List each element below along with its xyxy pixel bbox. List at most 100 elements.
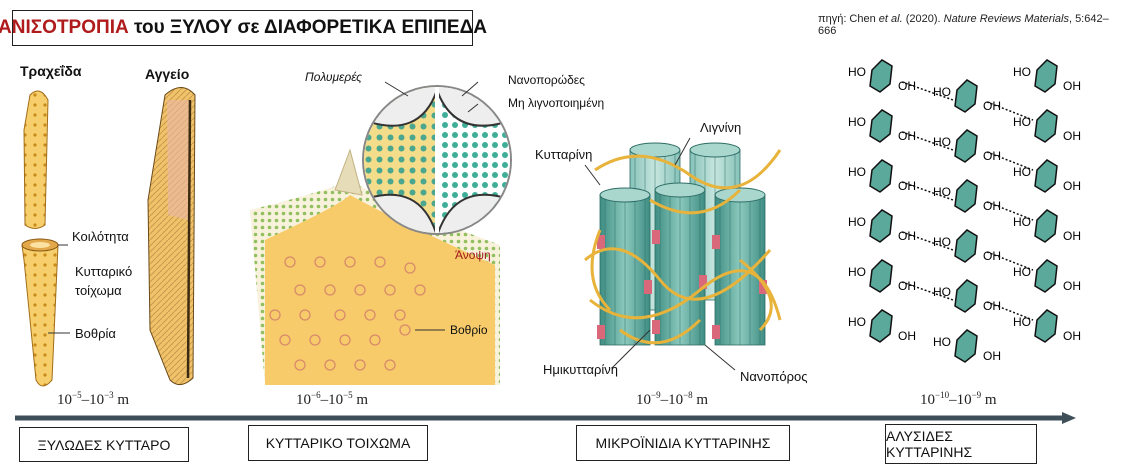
glucose-ring: HO OH [933,79,1034,121]
oh-label: OH [983,299,1001,313]
oh-label: OH [1063,79,1081,93]
hydrogen-bond [986,101,1034,121]
cell-wall-illustration [250,81,512,385]
leader-line [674,137,691,166]
oh-label: OH [983,249,1001,263]
oh-label: OH [1063,129,1081,143]
scale-unit: m [981,392,997,408]
scale-base: –10 [949,392,972,408]
oh-label: OH [898,279,916,293]
glucose-ring: HO OH [1013,59,1081,93]
hemicellulose-patch [712,235,720,249]
scale-exponent: −9 [971,390,982,400]
scale-unit: m [352,392,369,408]
cellulose-chain-illustration: HO OH HO OH HO OH HO OH HO OH HO OH HO OH HO OH HO OH HO OH… [848,59,1081,363]
oh-label: OH [1063,329,1081,343]
scale-fibril: 10−9–10−8 m [636,390,708,409]
ho-label: HO [1013,215,1031,229]
level-box-chains: ΑΛΥΣΙΔΕΣ ΚΥΤΤΑΡΙΝΗΣ [885,424,1037,464]
hydrogen-bond [901,281,954,301]
scale-unit: m [692,392,709,408]
glucose-ring: HO OH [933,229,1034,271]
hydrogen-bond [901,231,954,251]
title-rest: του ΞΥΛΟΥ σε ΔΙΑΦΟΡΕΤΙΚΑ ΕΠΙΠΕΔΑ [128,17,487,38]
hydrogen-bond [901,81,954,101]
label-vessel: Αγγείο [145,66,190,82]
oh-label: OH [898,179,916,193]
glucose-ring: HO OH [1013,259,1081,293]
ho-label: HO [848,215,866,229]
label-tracheid: Τραχεΐδα [20,63,82,79]
glucose-ring: HO OH [933,329,1001,363]
hydrogen-bond [986,251,1034,271]
glucose-ring: HO OH [848,309,916,343]
scale-base: 10 [296,392,311,408]
scale-wall: 10−6–10−5 m [296,390,368,409]
glucose-ring: HO OH [933,179,1034,221]
ho-label: HO [1013,315,1031,329]
oh-label: OH [1063,279,1081,293]
title-highlight: ΑΝΙΣΟΤΡΟΠΙΑ [0,17,129,38]
scale-cell: 10−5–10−3 m [57,390,129,409]
scale-arrow [15,412,1076,424]
leader-line [584,164,601,186]
leader-line [704,344,736,371]
oh-label: OH [983,149,1001,163]
ho-label: HO [933,335,951,349]
microfibril-bundle [652,182,707,346]
title-box: ΑΝΙΣΟΤΡΟΠΙΑ του ΞΥΛΟΥ σε ΔΙΑΦΟΡΕΤΙΚΑ ΕΠΙ… [0,10,487,46]
scale-exponent: −9 [651,390,661,400]
ho-label: HO [1013,265,1031,279]
ho-label: HO [1013,115,1031,129]
scale-base: 10 [57,392,72,408]
scale-base: 10 [920,392,935,408]
hydrogen-bond [901,131,954,151]
vessel-illustration [147,87,196,385]
lignin-strand [649,188,742,215]
glucose-ring: HO OH [1013,109,1081,143]
scale-exponent: −6 [311,390,321,400]
source-year: (2020). [902,13,944,25]
ho-label: HO [933,235,951,249]
oh-label: OH [898,329,916,343]
leader-line [611,329,651,369]
oh-label: OH [983,99,1001,113]
hemicellulose-patch [759,280,767,294]
source-pages: , 5:642–666 [818,13,1109,37]
hydrogen-bond [986,201,1034,221]
lignin-strand [619,318,702,345]
label-lignin: Λιγνίνη [700,120,742,135]
oh-label: OH [983,349,1001,363]
ho-label: HO [933,85,951,99]
hemicellulose-patch [652,320,660,334]
scale-exponent: −3 [104,390,114,400]
hemicellulose-patch [652,230,660,244]
label-nanoporous: Νανοπορώδες [508,73,585,87]
ho-label: HO [848,315,866,329]
scale-unit: m [113,392,130,408]
scale-base: 10 [636,392,651,408]
label-polymer: Πολυμερές [305,70,362,84]
glucose-ring: HO OH [848,159,954,201]
hemicellulose-patch [597,325,605,339]
scale-chain: 10−10–10−9 m [920,390,997,409]
ho-label: HO [933,185,951,199]
label-pit: Βοθρίο [450,323,488,337]
glucose-ring: HO OH [1013,309,1081,343]
label-nanopore: Νανοπόρος [740,369,808,384]
hemicellulose-patch [597,235,605,249]
label-hemicellulose: Ημικυτταρίνη [543,362,618,377]
hydrogen-bond [901,181,954,201]
lignin-strand [739,258,773,332]
oh-label: OH [983,199,1001,213]
oh-label: OH [898,129,916,143]
tracheid-illustration [21,90,59,387]
ho-label: HO [1013,65,1031,79]
